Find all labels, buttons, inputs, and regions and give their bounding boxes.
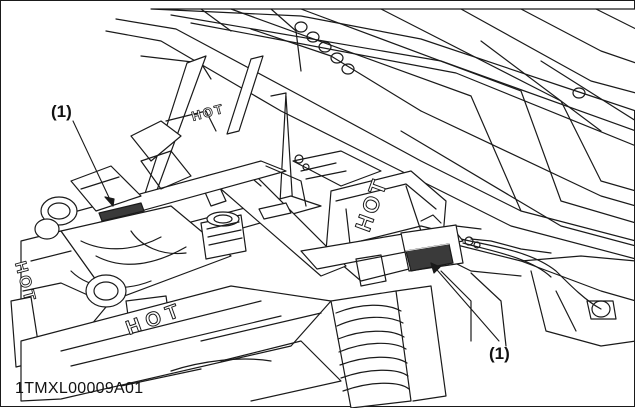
warning-decal-right <box>405 243 454 272</box>
bed-bolt-row <box>294 21 355 75</box>
warning-decal-center <box>258 202 292 220</box>
leader-line-right <box>430 262 500 342</box>
leader-arrowhead-left <box>104 196 115 207</box>
rear-frame-right <box>420 225 635 347</box>
warning-decal-left <box>98 202 145 222</box>
valve-cover-lower <box>20 285 342 402</box>
figure-code: 1TMXL00009A01 <box>15 380 144 397</box>
callout-label-right: (1) <box>489 344 510 363</box>
leader-line-left <box>72 120 114 207</box>
oil-filler-cap <box>200 211 247 260</box>
callout-label-left: (1) <box>51 102 72 121</box>
coil-spring <box>330 285 447 408</box>
hot-label-manifold: HOT <box>190 101 226 124</box>
leader-arrowhead-right <box>430 262 441 274</box>
